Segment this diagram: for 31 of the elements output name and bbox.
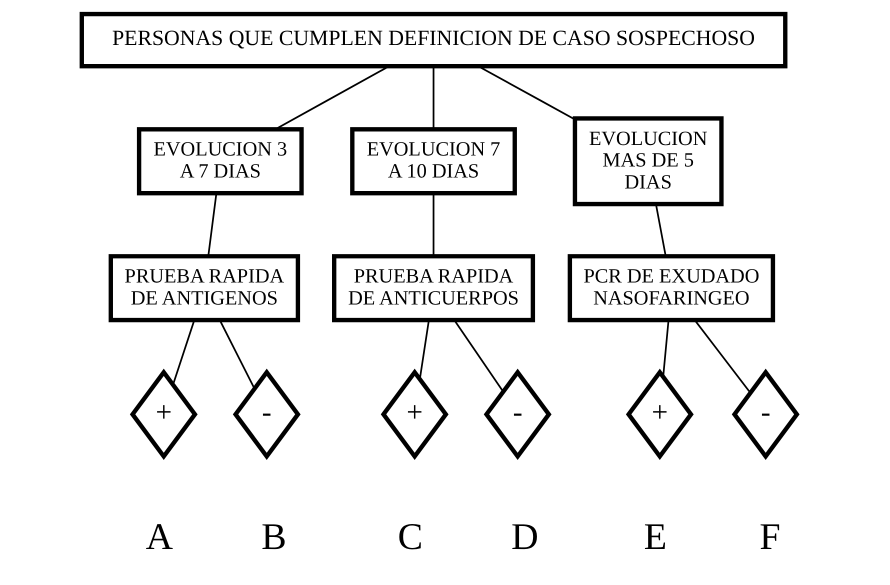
node-box: PRUEBA RAPIDA DE ANTICUERPOS: [332, 254, 535, 322]
node-label: F: [759, 516, 780, 558]
node-box: PERSONAS QUE CUMPLEN DEFINICION DE CASO SOSPECHOSO: [79, 12, 787, 68]
node-diamond: +: [380, 368, 448, 460]
node-diamond: +: [625, 368, 694, 460]
connector: [218, 320, 255, 389]
node-label: D: [510, 516, 538, 558]
node-diamond: -: [232, 368, 300, 460]
node-box: EVOLUCION 3 A 7 DIAS: [136, 127, 304, 196]
node-diamond: -: [483, 368, 552, 460]
node-label: C: [397, 516, 422, 558]
node-diamond: -: [731, 368, 800, 460]
node-box: PCR DE EXUDADO NASOFARINGEO: [567, 254, 775, 322]
connector: [172, 320, 195, 385]
node-label: E: [643, 516, 666, 558]
connector: [453, 320, 504, 392]
node-diamond: +: [129, 368, 198, 460]
connector: [206, 193, 217, 256]
node-label: B: [260, 516, 286, 558]
connector: [432, 66, 434, 130]
connector: [432, 193, 434, 256]
connector: [478, 66, 574, 120]
connector: [274, 66, 389, 130]
connector: [418, 320, 430, 379]
node-box: EVOLUCION MAS DE 5 DIAS: [572, 116, 724, 206]
connector: [662, 320, 669, 377]
connector: [694, 320, 750, 394]
node-box: PRUEBA RAPIDA DE ANTIGENOS: [108, 254, 300, 322]
node-box: EVOLUCION 7 A 10 DIAS: [350, 127, 516, 196]
node-label: A: [145, 516, 173, 558]
connector: [654, 204, 666, 256]
